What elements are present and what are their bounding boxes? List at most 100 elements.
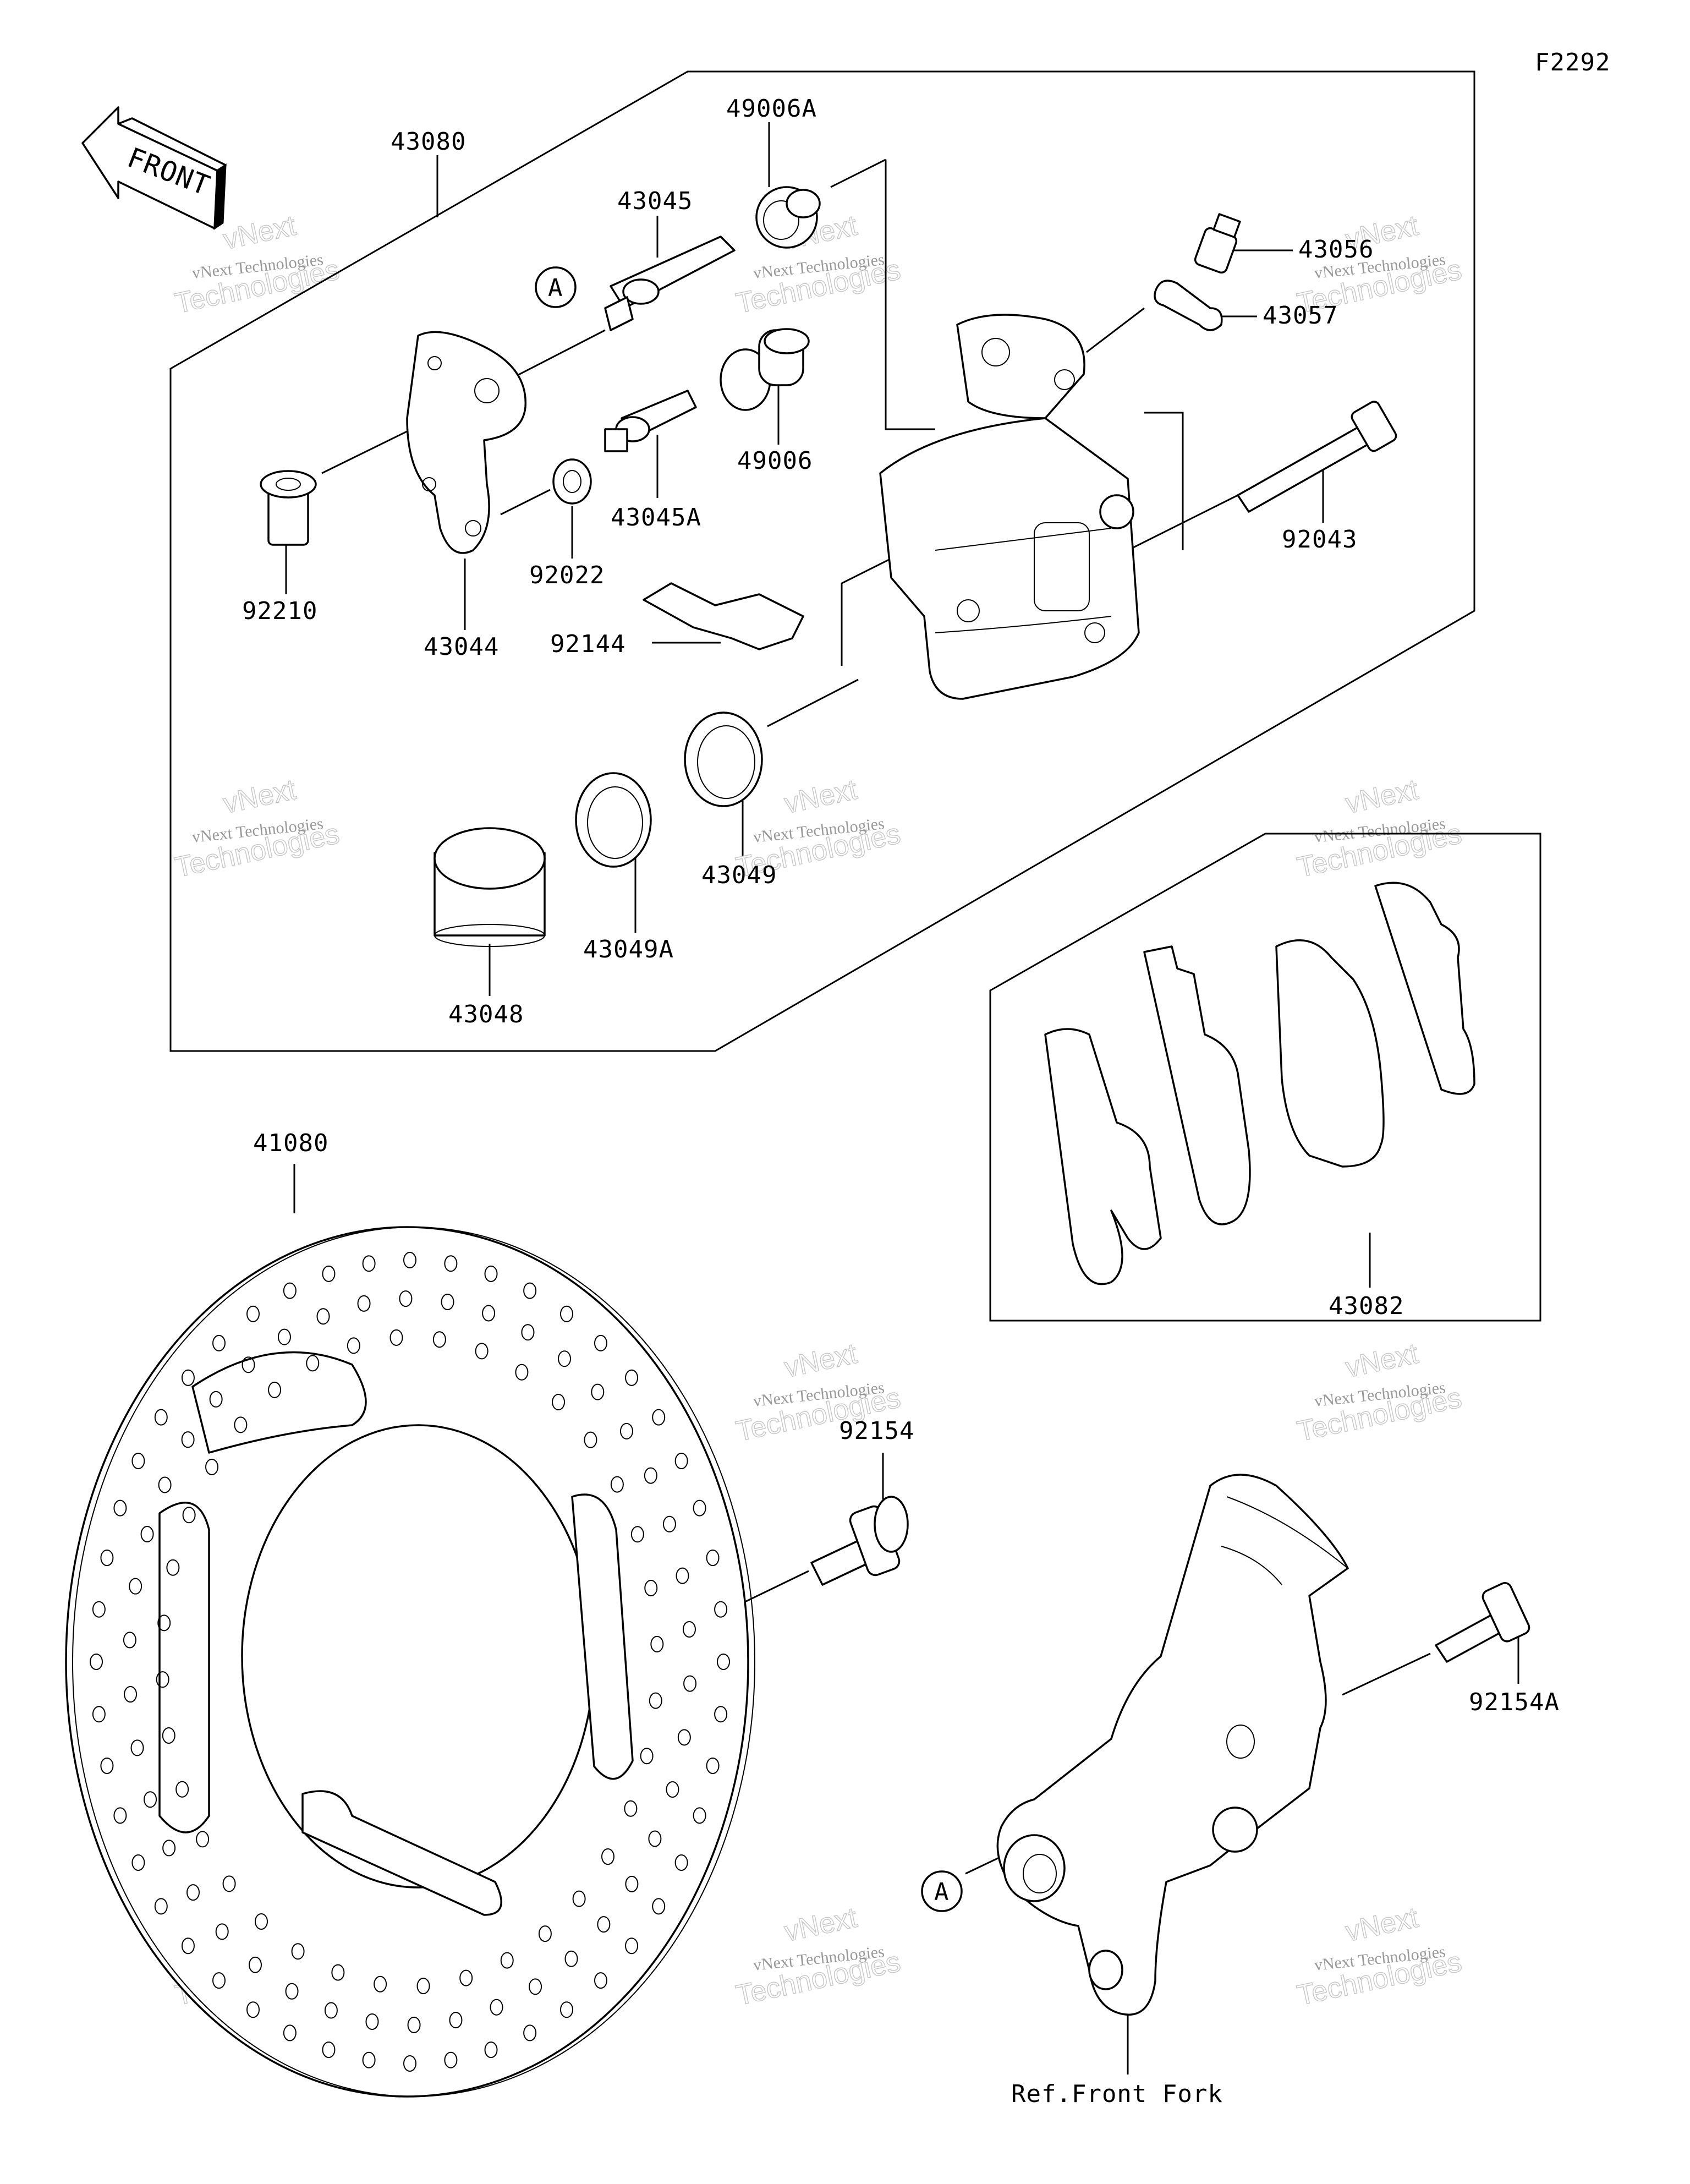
disc-hole bbox=[523, 2024, 537, 2041]
disc-hole bbox=[374, 1975, 387, 1993]
disc-hole bbox=[706, 1550, 720, 1567]
disc-hole bbox=[475, 1343, 489, 1360]
disc-hole bbox=[432, 1331, 446, 1348]
disc-hole bbox=[558, 1350, 572, 1367]
disc-hole bbox=[182, 1507, 196, 1524]
disc-hole bbox=[490, 1999, 503, 2016]
ref-front-fork-label: Ref.Front Fork bbox=[1011, 2080, 1223, 2108]
disc-hole bbox=[156, 1671, 169, 1688]
disc-hole bbox=[521, 1324, 535, 1341]
pin-43045a bbox=[604, 390, 697, 452]
disc-hole bbox=[717, 1654, 730, 1670]
disc-hole bbox=[389, 1329, 403, 1346]
disc-hole bbox=[242, 1356, 255, 1373]
bolt-92154a bbox=[1435, 1582, 1530, 1663]
part-label-49006: 49006 bbox=[737, 447, 813, 475]
watermark-vnext: vNext bbox=[782, 774, 860, 820]
disc-hole bbox=[215, 1923, 229, 1940]
watermark-vnext: vNext bbox=[782, 1338, 860, 1384]
disc-hole bbox=[181, 1369, 195, 1386]
pin-43045 bbox=[604, 236, 736, 331]
disc-hole bbox=[123, 1632, 136, 1649]
disc-hole bbox=[714, 1601, 728, 1618]
disc-hole bbox=[316, 1308, 330, 1325]
disc-hole bbox=[403, 1252, 416, 1268]
disc-hole bbox=[652, 1898, 666, 1915]
disc-hole bbox=[124, 1686, 138, 1703]
disc-hole bbox=[162, 1727, 175, 1744]
disc-hole bbox=[205, 1458, 219, 1475]
watermark-vnext: vNext bbox=[1343, 1902, 1422, 1948]
disc-hole bbox=[248, 1956, 262, 1973]
disc-hole bbox=[625, 1875, 639, 1892]
disc-hole bbox=[283, 2024, 297, 2041]
caliper-assembly-frame bbox=[169, 70, 1475, 1052]
disc-hole bbox=[92, 1601, 106, 1618]
spring-92144 bbox=[643, 582, 804, 650]
disc-hole bbox=[212, 1334, 226, 1351]
disc-hole bbox=[560, 2001, 573, 2018]
disc-hole bbox=[246, 1305, 260, 1322]
pad-set-frame bbox=[989, 833, 1541, 1322]
disc-hole bbox=[644, 1467, 657, 1484]
part-label-43045: 43045 bbox=[617, 187, 693, 215]
disc-hole bbox=[254, 1913, 268, 1930]
piston-43048 bbox=[434, 827, 546, 947]
callout-a-bottom: A bbox=[921, 1870, 963, 1912]
disc-hole bbox=[157, 1614, 171, 1632]
disc-hole bbox=[331, 1964, 345, 1981]
disc-hole bbox=[676, 1567, 689, 1584]
caliper-body bbox=[879, 314, 1140, 700]
boot-49006 bbox=[720, 328, 810, 411]
disc-hole bbox=[444, 2051, 458, 2068]
part-label-43045a: 43045A bbox=[611, 503, 701, 532]
front-arrow-icon: FRONT bbox=[81, 106, 227, 230]
disc-hole bbox=[482, 1305, 496, 1322]
disc-hole bbox=[181, 1431, 195, 1448]
disc-hole bbox=[441, 1293, 454, 1310]
disc-hole bbox=[212, 1972, 226, 1989]
disc-hole bbox=[90, 1654, 103, 1670]
disc-hole bbox=[584, 1431, 597, 1448]
disc-hole bbox=[523, 1282, 537, 1299]
disc-hole bbox=[666, 1781, 679, 1798]
brake-disc-41080 bbox=[65, 1226, 755, 2098]
bolt-92154 bbox=[810, 1496, 909, 1586]
disc-holes bbox=[90, 1252, 730, 2072]
part-label-43080: 43080 bbox=[391, 128, 466, 156]
disc-hole bbox=[714, 1706, 728, 1723]
disc-hole bbox=[597, 1916, 611, 1933]
part-label-92154a: 92154A bbox=[1469, 1688, 1560, 1716]
disc-hole bbox=[283, 1282, 297, 1299]
disc-hole bbox=[564, 1950, 578, 1967]
disc-hole bbox=[619, 1422, 633, 1439]
svg-text:A: A bbox=[934, 1878, 950, 1906]
disc-hole bbox=[693, 1499, 706, 1517]
disc-hole bbox=[484, 1265, 498, 1282]
disc-hole bbox=[640, 1748, 654, 1765]
disc-hole bbox=[362, 2051, 376, 2068]
disc-hole bbox=[529, 1978, 542, 1995]
part-label-92210: 92210 bbox=[242, 597, 317, 625]
disc-hole bbox=[324, 2002, 338, 2019]
disc-hole bbox=[285, 1983, 299, 2000]
part-label-43049: 43049 bbox=[701, 861, 777, 889]
disc-hole bbox=[674, 1854, 688, 1871]
watermark-vnext: vNext bbox=[782, 1902, 860, 1948]
disc-hole bbox=[92, 1706, 106, 1723]
disc-hole bbox=[322, 2041, 336, 2059]
disc-hole bbox=[594, 1972, 607, 1989]
disc-hole bbox=[677, 1729, 691, 1746]
disc-hole bbox=[644, 1580, 658, 1597]
part-label-41080: 41080 bbox=[253, 1129, 328, 1157]
part-label-43057: 43057 bbox=[1263, 302, 1338, 330]
disc-hole bbox=[625, 1369, 639, 1386]
disc-hole bbox=[131, 1854, 145, 1871]
bracket-43044 bbox=[406, 331, 527, 554]
front-fork-leg bbox=[996, 1474, 1349, 2016]
part-label-49006a: 49006A bbox=[726, 95, 817, 123]
disc-hole bbox=[649, 1692, 662, 1709]
disc-hole bbox=[625, 1937, 639, 1955]
disc-hole bbox=[209, 1391, 223, 1408]
